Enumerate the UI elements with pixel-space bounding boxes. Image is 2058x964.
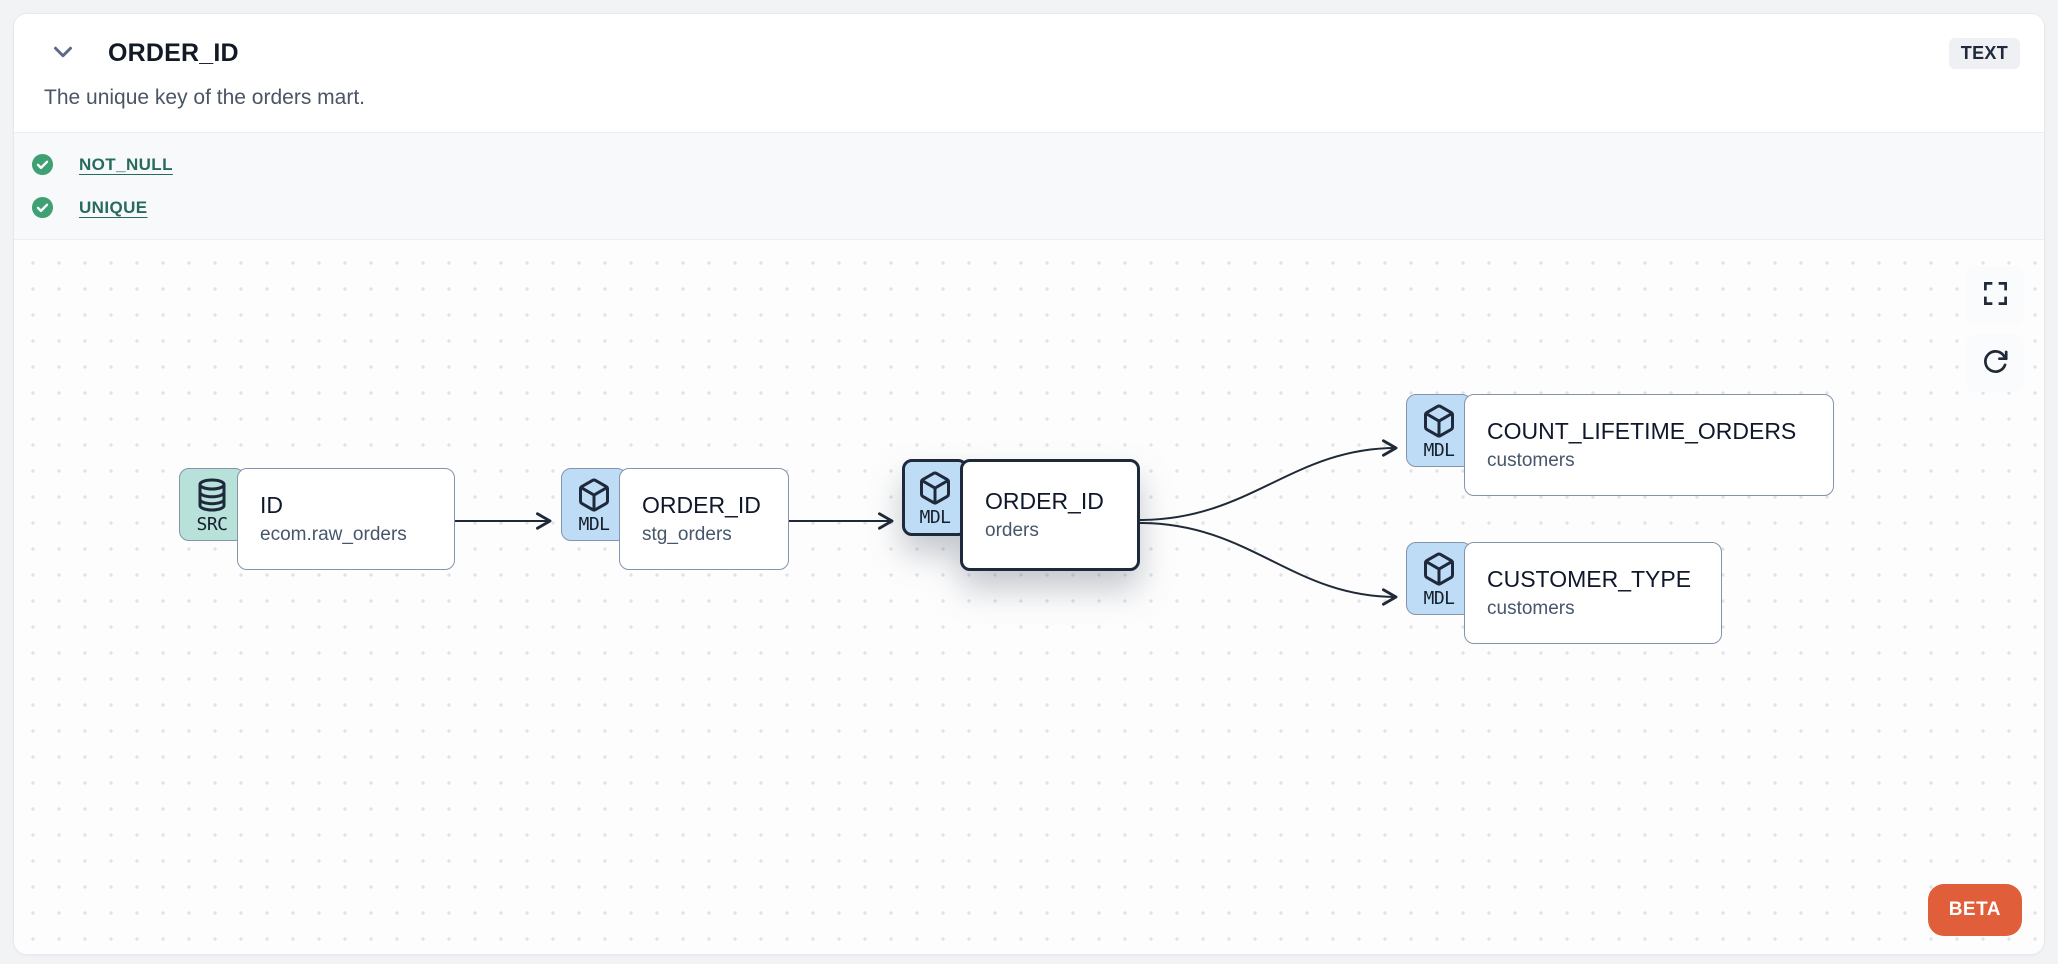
column-details-panel: ORDER_ID TEXT The unique key of the orde…	[13, 13, 2045, 955]
check-circle-icon	[31, 153, 54, 176]
node-card: ORDER_ID stg_orders	[619, 468, 789, 570]
node-kind-badge: SRC	[179, 468, 245, 541]
node-kind-badge: MDL	[561, 468, 627, 541]
node-kind-badge: MDL	[902, 459, 968, 536]
beta-badge: BETA	[1927, 884, 2022, 936]
lineage-node-orders-selected[interactable]: MDL ORDER_ID orders	[902, 459, 1140, 571]
test-link-not-null[interactable]: NOT_NULL	[79, 154, 173, 174]
test-link-unique[interactable]: UNIQUE	[79, 197, 148, 217]
canvas-controls	[1966, 266, 2024, 392]
panel-header: ORDER_ID TEXT The unique key of the orde…	[14, 14, 2044, 132]
test-row: UNIQUE	[31, 196, 2020, 219]
chevron-down-icon	[48, 37, 78, 70]
fullscreen-button[interactable]	[1966, 266, 2024, 324]
tests-section: NOT_NULL UNIQUE	[14, 132, 2044, 240]
node-card: ORDER_ID orders	[960, 459, 1140, 571]
column-type-badge: TEXT	[1948, 37, 2020, 69]
node-title: CUSTOMER_TYPE	[1487, 566, 1692, 592]
maximize-icon	[1982, 280, 2009, 310]
node-card: CUSTOMER_TYPE customers	[1464, 542, 1722, 644]
node-title: ORDER_ID	[985, 488, 1104, 514]
node-kind-badge: MDL	[1406, 542, 1472, 615]
node-subtitle: ecom.raw_orders	[260, 524, 407, 545]
box-icon	[1421, 551, 1457, 587]
node-kind-label: MDL	[1423, 440, 1455, 461]
node-title: COUNT_LIFETIME_ORDERS	[1487, 418, 1797, 444]
box-icon	[1421, 403, 1457, 439]
page-title: ORDER_ID	[108, 38, 239, 67]
database-icon	[194, 477, 230, 513]
lineage-node-source-id[interactable]: SRC ID ecom.raw_orders	[179, 468, 455, 570]
node-kind-label: SRC	[196, 514, 228, 535]
lineage-node-count-lifetime-orders[interactable]: MDL COUNT_LIFETIME_ORDERS customers	[1406, 394, 1834, 496]
node-kind-label: MDL	[578, 514, 610, 535]
box-icon	[917, 470, 953, 506]
node-kind-badge: MDL	[1406, 394, 1472, 467]
lineage-node-customer-type[interactable]: MDL CUSTOMER_TYPE customers	[1406, 542, 1722, 644]
collapse-button[interactable]	[46, 36, 80, 70]
refresh-button[interactable]	[1966, 334, 2024, 392]
node-kind-label: MDL	[919, 507, 951, 528]
node-title: ORDER_ID	[642, 492, 761, 518]
node-card: ID ecom.raw_orders	[237, 468, 455, 570]
lineage-edges	[455, 439, 1398, 606]
node-subtitle: stg_orders	[642, 524, 732, 545]
refresh-icon	[1982, 348, 2009, 378]
node-kind-label: MDL	[1423, 588, 1455, 609]
column-description: The unique key of the orders mart.	[44, 86, 365, 109]
lineage-canvas[interactable]: SRC ID ecom.raw_orders MDL ORDE	[14, 240, 2044, 954]
test-row: NOT_NULL	[31, 153, 2020, 176]
node-card: COUNT_LIFETIME_ORDERS customers	[1464, 394, 1834, 496]
lineage-node-stg-orders[interactable]: MDL ORDER_ID stg_orders	[561, 468, 789, 570]
title-row: ORDER_ID TEXT	[30, 36, 2020, 70]
node-title: ID	[260, 492, 283, 518]
node-subtitle: customers	[1487, 450, 1575, 471]
check-circle-icon	[31, 196, 54, 219]
node-subtitle: customers	[1487, 598, 1575, 619]
node-subtitle: orders	[985, 520, 1039, 541]
box-icon	[576, 477, 612, 513]
